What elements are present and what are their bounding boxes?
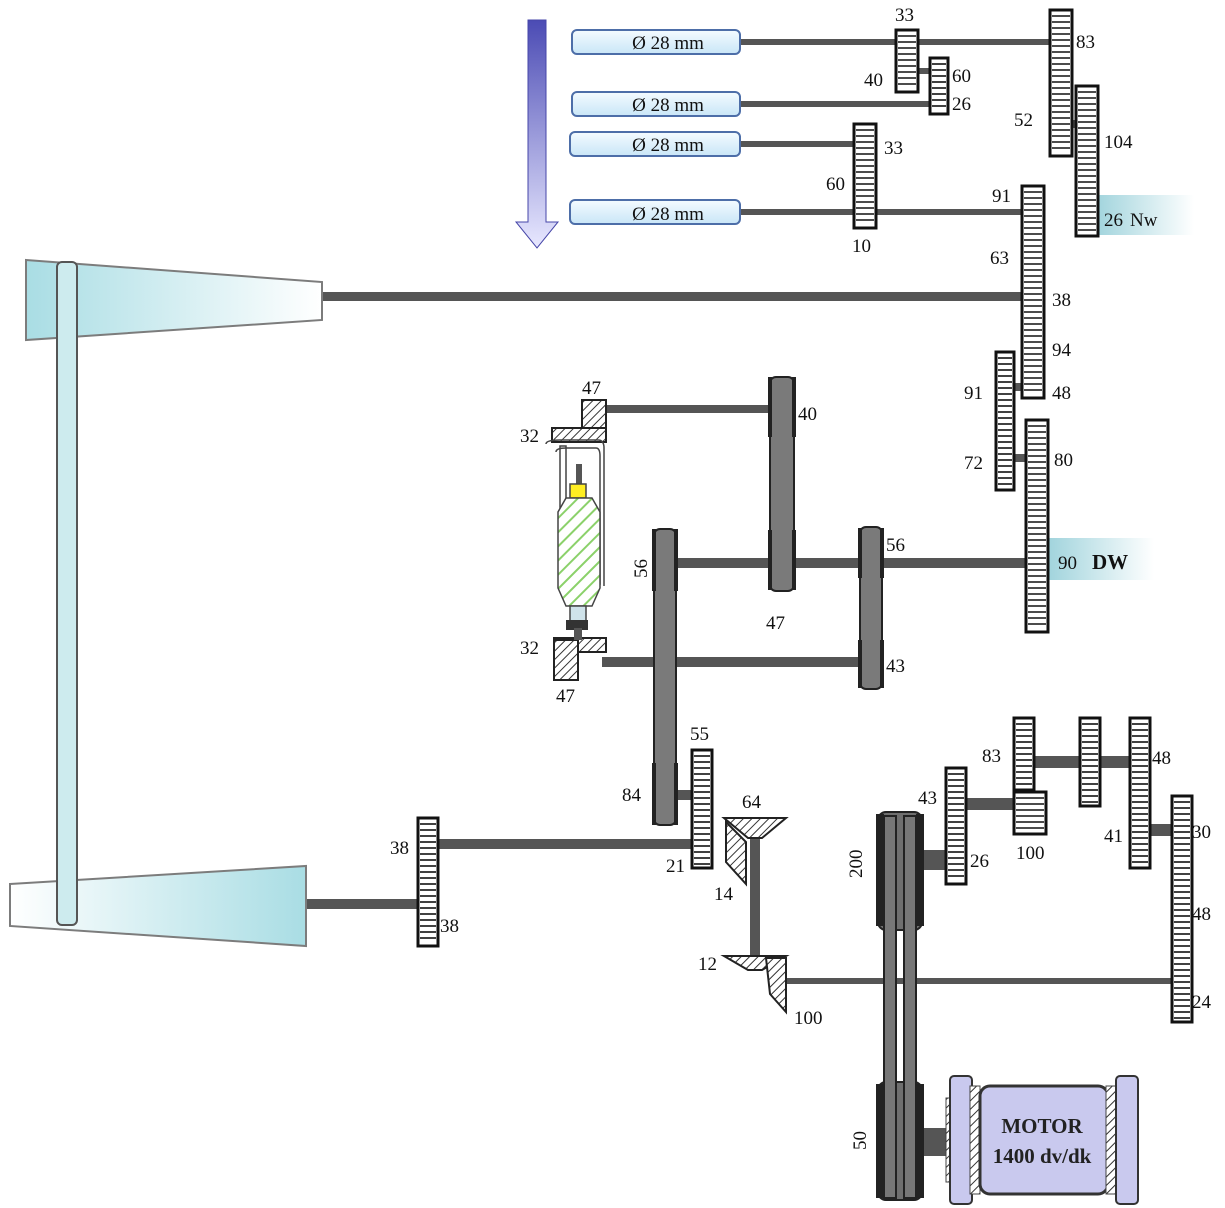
feed-direction-arrow [514,19,560,249]
label-g32a: 32 [520,426,539,447]
label-g60a: 60 [952,66,971,87]
label-g47c: 47 [556,686,575,707]
rod-4-label: Ø 28 mm [632,204,704,225]
label-g100b: 100 [1016,843,1045,864]
rod-4: Ø 28 mm [569,199,741,225]
label-g43b: 43 [918,788,937,809]
label-g10: 10 [852,236,871,257]
label-g94: 94 [1052,340,1072,361]
label-g26b: 26 [970,851,989,872]
rod-2: Ø 28 mm [571,91,741,117]
motor-speed: 1400 dv/dk [993,1144,1092,1168]
label-g38b: 38 [390,838,409,859]
label-g47a: 47 [582,378,601,399]
label-g24: 24 [1192,992,1212,1013]
nw-number: 26 [1104,210,1123,231]
label-g33b: 33 [884,138,903,159]
label-g41: 41 [1104,826,1123,847]
gear-83-52 [1048,8,1074,158]
gear-83-upper [1012,716,1036,792]
label-g64: 64 [742,792,762,813]
label-g30: 30 [1192,822,1211,843]
belt-drive [876,811,924,1201]
rod-1-label: Ø 28 mm [632,33,704,54]
label-g47b: 47 [766,613,785,634]
gear-48-41 [1128,716,1152,870]
lower-cone-spool [9,864,307,948]
label-g33a: 33 [895,5,914,26]
nw-text: Nw [1130,210,1158,231]
label-g55: 55 [690,724,709,745]
label-g200: 200 [846,850,867,879]
label-g104: 104 [1104,132,1133,153]
label-g12: 12 [698,954,717,975]
nw-highlight [1094,195,1194,235]
label-g83: 83 [1076,32,1095,53]
gear-60-26 [928,56,950,116]
gear-labels: 33 83 40 60 26 52 104 33 60 91 10 63 38 … [390,5,1212,1150]
label-g56b: 56 [886,535,905,556]
motor-title: MOTOR [1001,1114,1083,1138]
bobbin-spindle [545,439,605,640]
label-g48a: 48 [1052,383,1071,404]
rod-1: Ø 28 mm [571,29,741,55]
gear-100-block [1012,790,1048,836]
label-g38c: 38 [440,916,459,937]
label-g84: 84 [622,785,642,806]
motor: MOTOR 1400 dv/dk [945,1075,1139,1205]
dw-callout: 90 DW [1058,550,1128,574]
gear-80-90 [1024,418,1050,634]
rod-3: Ø 28 mm [569,131,741,157]
label-g21: 21 [666,856,685,877]
pulley-hubs [652,377,884,825]
label-g40a: 40 [864,70,883,91]
gear-33-40 [894,28,920,94]
gear-38-38 [416,816,440,948]
gear-mid-upper [1078,716,1102,808]
label-g91b: 91 [964,383,983,404]
label-g80: 80 [1054,450,1073,471]
gear-55-21 [690,748,714,870]
dw-highlight [1046,538,1154,580]
pulleys [653,376,883,826]
label-g56a: 56 [631,559,652,578]
rod-2-label: Ø 28 mm [632,95,704,116]
label-g63: 63 [990,248,1009,269]
gear-33-10 [852,122,878,230]
bevel-gears [720,817,790,1015]
label-g50: 50 [850,1131,871,1150]
label-g38a: 38 [1052,290,1071,311]
gear-91-72 [994,350,1016,492]
label-g83b: 83 [982,746,1001,767]
nw-callout: 26 Nw [1104,210,1158,231]
rod-3-label: Ø 28 mm [632,135,704,156]
vertical-spindle-rod [56,261,78,926]
gears [416,8,1194,1024]
label-g40b: 40 [798,404,817,425]
gear-43-26 [944,766,968,886]
label-g43a: 43 [886,656,905,677]
gear-30-48-24 [1170,794,1194,1024]
label-g100a: 100 [794,1008,823,1029]
label-g60b: 60 [826,174,845,195]
spindle-bevel-blocks [551,399,607,681]
gear-104-26 [1074,84,1100,238]
gear-91-48 [1020,184,1046,400]
label-g48b: 48 [1152,748,1171,769]
label-g14: 14 [714,884,734,905]
label-g26a: 26 [952,94,971,115]
label-g52: 52 [1014,110,1033,131]
label-g48c: 48 [1192,904,1211,925]
dw-text: DW [1092,550,1128,574]
label-g32b: 32 [520,638,539,659]
dw-number: 90 [1058,553,1077,574]
upper-cone-spool [25,258,323,342]
label-g91a: 91 [992,186,1011,207]
label-g72: 72 [964,453,983,474]
